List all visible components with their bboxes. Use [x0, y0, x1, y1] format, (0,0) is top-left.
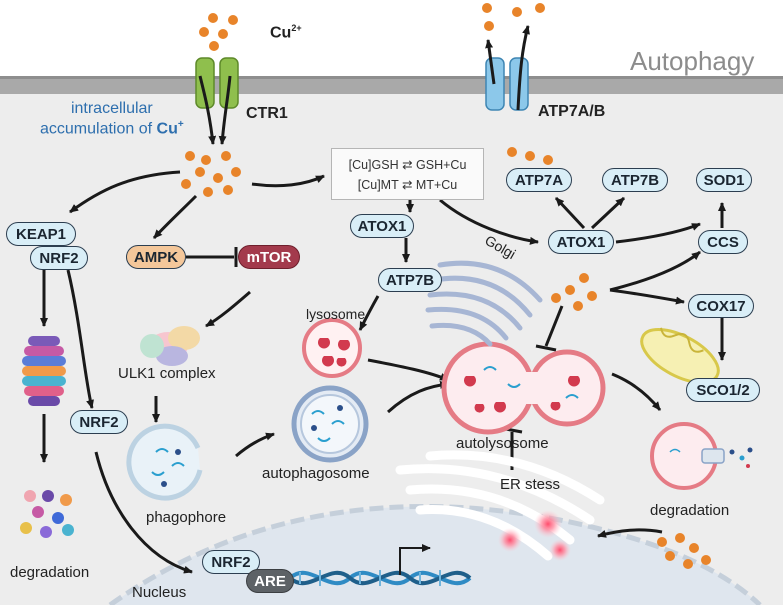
copper-ion-label: Cu2+	[270, 23, 302, 42]
node-cox17: COX17	[688, 294, 754, 318]
autolysosome-label: autolysosome	[456, 435, 549, 452]
autophagosome-label: autophagosome	[262, 465, 370, 482]
ctr1-channel	[195, 57, 239, 109]
nucleus-label: Nucleus	[132, 584, 187, 601]
node-ccs: CCS	[698, 230, 748, 254]
degradation-left-label: degradation	[10, 564, 90, 581]
ulk1-complex-label: ULK1 complex	[118, 365, 216, 382]
node-atp7b-right: ATP7B	[602, 168, 668, 192]
degradation-fragments	[20, 490, 74, 538]
node-atp7b-left: ATP7B	[378, 268, 442, 292]
ctr1-label: CTR1	[246, 105, 288, 122]
node-atox1-left: ATOX1	[350, 214, 414, 238]
equation-gsh: [Cu]GSH ⇄ GSH+Cu	[348, 158, 467, 172]
intracellular-label: intracellular accumulation of Cu+	[40, 99, 184, 139]
er-stess-label: ER stess	[500, 476, 561, 493]
lysosome	[302, 318, 362, 378]
ulk1-complex	[140, 326, 200, 366]
intracellular-line2: accumulation of Cu+	[40, 119, 184, 138]
node-atp7a: ATP7A	[506, 168, 572, 192]
node-nrf2-nucleus: NRF2	[202, 550, 260, 574]
atp7ab-label: ATP7A/B	[538, 103, 606, 120]
phagophore	[126, 423, 203, 501]
autophagosome	[291, 385, 369, 463]
mitochondrion	[640, 327, 720, 384]
autophagy-title: Autophagy	[630, 46, 755, 76]
intracellular-line1: intracellular	[70, 100, 153, 117]
degradation-vesicle	[650, 422, 753, 490]
transcription-arrow	[399, 544, 431, 575]
equation-mt: [Cu]MT ⇄ MT+Cu	[357, 178, 458, 192]
copper-equilibrium-box: [Cu]GSH ⇄ GSH+Cu [Cu]MT ⇄ MT+Cu	[331, 148, 484, 200]
degradation-right-label: degradation	[650, 502, 730, 519]
node-nrf2-top: NRF2	[30, 246, 88, 270]
golgi-apparatus	[425, 260, 543, 347]
node-sco12: SCO1/2	[686, 378, 760, 402]
proteasome	[22, 336, 66, 406]
autolysosome	[441, 341, 606, 435]
dna-helix	[288, 570, 472, 586]
er-stress-glow	[498, 510, 571, 561]
lysosome-label: lysosome	[306, 306, 366, 322]
node-keap1: KEAP1	[6, 222, 76, 246]
node-are: ARE	[246, 569, 294, 593]
node-sod1: SOD1	[696, 168, 752, 192]
node-mtor: mTOR	[238, 245, 300, 269]
node-ampk: AMPK	[126, 245, 186, 269]
node-atox1-right: ATOX1	[548, 230, 614, 254]
inhibition-lines	[186, 247, 564, 470]
phagophore-label: phagophore	[146, 509, 227, 526]
node-nrf2-mid: NRF2	[70, 410, 128, 434]
copper-ions	[181, 3, 711, 569]
pathway-arrows	[40, 25, 726, 574]
